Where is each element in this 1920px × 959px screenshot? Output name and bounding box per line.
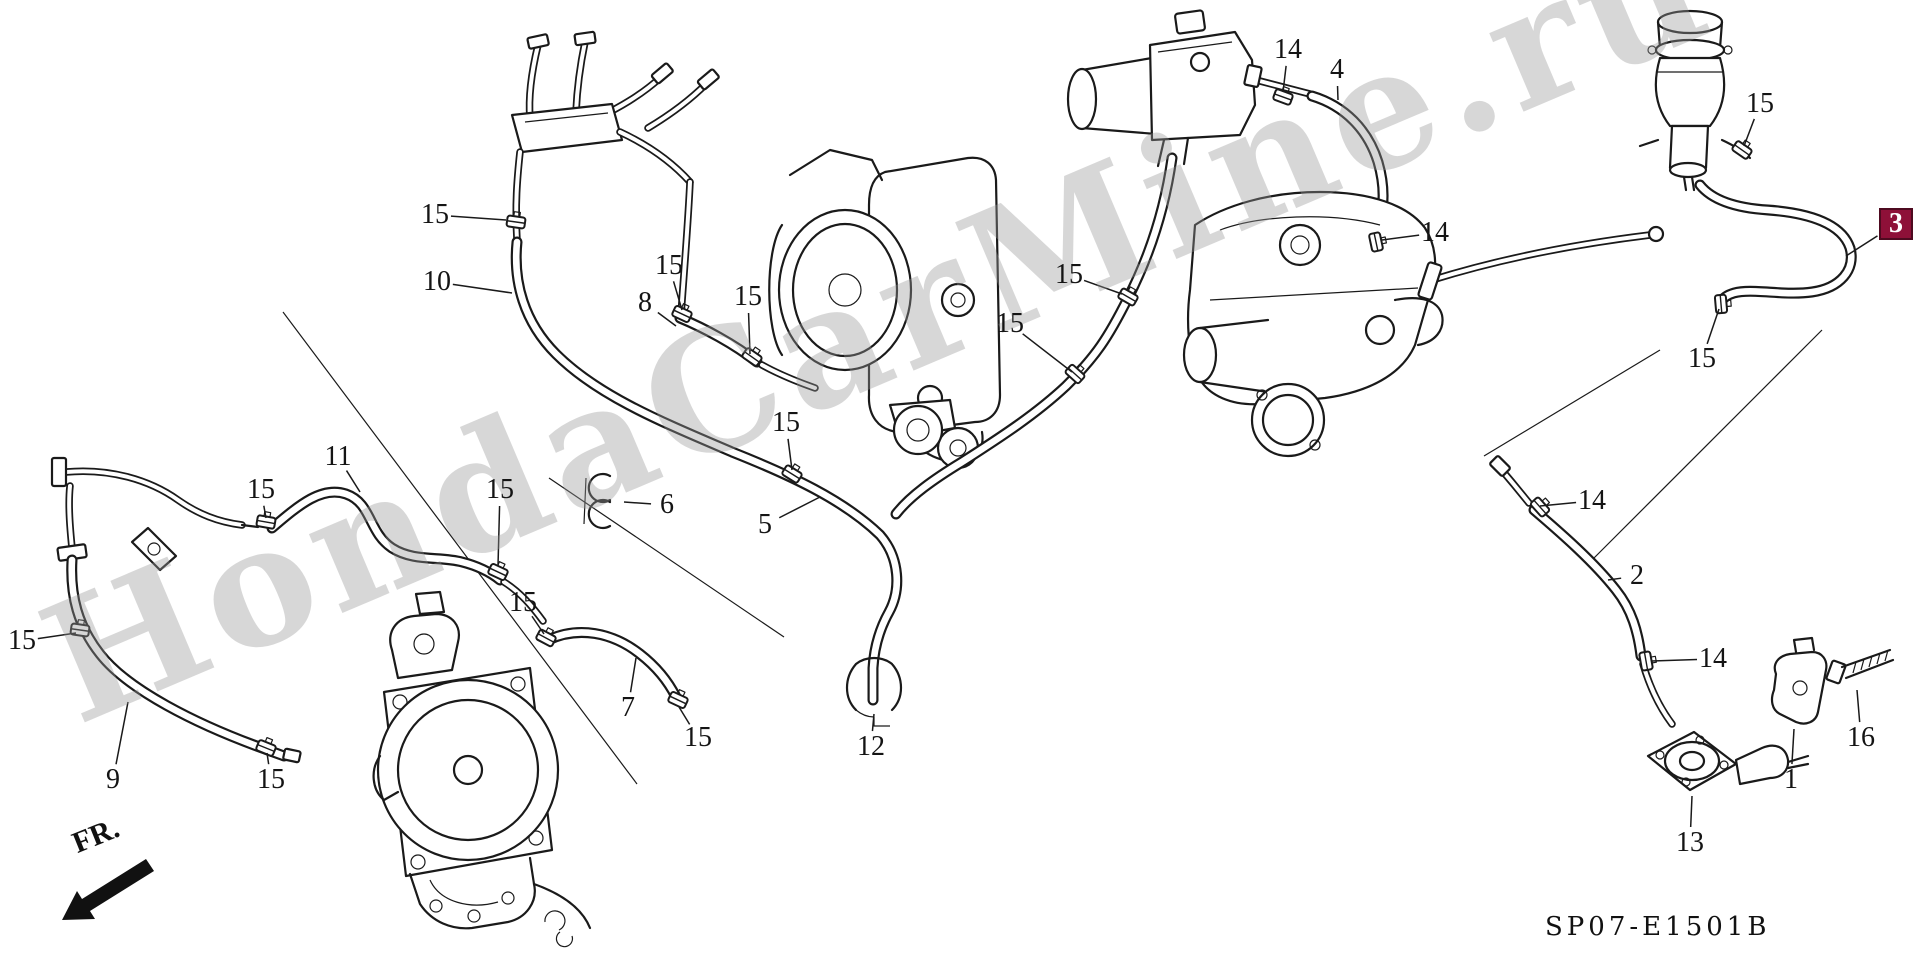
callout-6[interactable]: 6 (660, 489, 674, 520)
callout-13[interactable]: 13 (1676, 827, 1704, 858)
callout-3-selected[interactable]: 3 (1879, 208, 1913, 240)
callout-14[interactable]: 14 (1274, 34, 1302, 65)
callout-14[interactable]: 14 (1421, 217, 1449, 248)
callout-14[interactable]: 14 (1578, 485, 1606, 516)
egr-valve-assembly (1638, 9, 1752, 192)
bypass-valve-13 (1646, 730, 1810, 792)
callout-leader-lines (37, 65, 1878, 828)
sensor-1 (1770, 636, 1828, 725)
callout-15[interactable]: 15 (734, 281, 762, 312)
callout-14[interactable]: 14 (1699, 643, 1727, 674)
hose-clamp-6 (583, 472, 612, 530)
front-arrow-icon (62, 859, 154, 920)
throttle-body-bottom (372, 590, 592, 948)
hose-assembly-10 (510, 30, 903, 706)
hose-7 (542, 626, 682, 703)
pipe-assembly-left (50, 456, 260, 572)
callout-15[interactable]: 15 (1688, 343, 1716, 374)
callout-15[interactable]: 15 (257, 764, 285, 795)
hose-11 (266, 486, 547, 625)
callout-11[interactable]: 11 (324, 441, 352, 472)
callout-2[interactable]: 2 (1630, 560, 1644, 591)
callout-15[interactable]: 15 (655, 250, 683, 281)
callout-15[interactable]: 15 (1055, 259, 1083, 290)
callout-15[interactable]: 15 (509, 587, 537, 618)
callout-9[interactable]: 9 (106, 764, 120, 795)
callout-15[interactable]: 15 (8, 625, 36, 656)
callout-4[interactable]: 4 (1330, 54, 1344, 85)
hose-3-selected-part (1694, 179, 1857, 308)
callout-12[interactable]: 12 (857, 731, 885, 762)
callout-8[interactable]: 8 (638, 287, 652, 318)
hose-2-assembly (1489, 455, 1676, 728)
callout-5[interactable]: 5 (758, 509, 772, 540)
callout-15[interactable]: 15 (486, 474, 514, 505)
callout-15[interactable]: 15 (1746, 88, 1774, 119)
callout-16[interactable]: 16 (1847, 722, 1875, 753)
callout-15[interactable]: 15 (684, 722, 712, 753)
air-valve-assembly-top (890, 9, 1314, 520)
callout-7[interactable]: 7 (621, 692, 635, 723)
callout-15[interactable]: 15 (996, 308, 1024, 339)
callout-10[interactable]: 10 (423, 266, 451, 297)
callout-1[interactable]: 1 (1784, 764, 1798, 795)
diagram-code: SP07-E1501B (1545, 912, 1771, 942)
callout-15[interactable]: 15 (421, 199, 449, 230)
callout-15[interactable]: 15 (772, 407, 800, 438)
water-pipe-long (1417, 225, 1665, 301)
callout-15[interactable]: 15 (247, 474, 275, 505)
bolt-16 (1825, 648, 1895, 685)
section-divider-lines (282, 311, 1823, 785)
